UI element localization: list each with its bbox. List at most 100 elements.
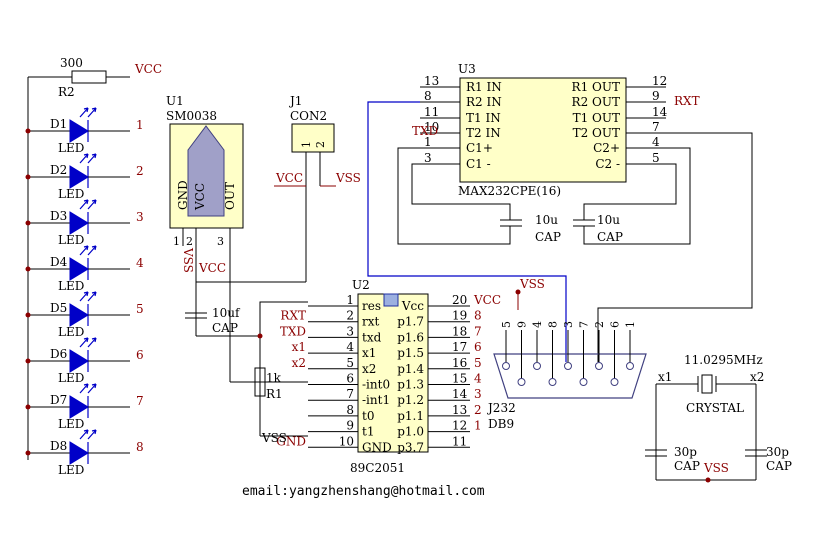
led-junction <box>25 358 31 364</box>
u2-right-pin-number: 13 <box>452 403 467 417</box>
db9-pin-number: 8 <box>547 321 560 328</box>
author-email: email:yangzhenshang@hotmail.com <box>242 484 485 499</box>
db9-pin-contact <box>517 378 526 386</box>
db9-pin-contact <box>595 362 603 370</box>
led-diode-icon <box>69 303 89 327</box>
db9-ref: J232 <box>486 401 516 415</box>
u1-part: SM0038 <box>166 109 217 123</box>
u2-right-pin-number: 11 <box>452 434 467 448</box>
led-label: LED <box>58 463 84 477</box>
u1-ref: U1 <box>166 94 184 108</box>
u2-right-pin-number: 16 <box>452 356 467 370</box>
led-emit-arrows-icon <box>79 153 97 164</box>
u2-left-pin-number: 1 <box>346 293 354 307</box>
led-emit-arrows-icon <box>79 245 97 256</box>
u2-right-pin-name: p1.3 <box>397 378 424 392</box>
led-diode-icon <box>69 395 89 419</box>
u3-part: MAX232CPE(16) <box>458 184 561 198</box>
u2-body <box>357 293 429 453</box>
db9-pin-number: 2 <box>593 321 606 328</box>
u2-right-pin-name: p1.4 <box>397 362 424 376</box>
led-junction <box>25 404 31 410</box>
led-junction <box>25 312 31 318</box>
r1-ref: R1 <box>266 387 283 401</box>
u2-right-net-label: 2 <box>474 403 482 417</box>
db9-pin-contact <box>533 362 541 370</box>
u3-c1-plus-wire <box>397 147 511 245</box>
u1-pin3-num: 3 <box>217 235 224 248</box>
led-ref: D2 <box>50 163 67 177</box>
cap-c1-type: CAP <box>535 230 561 244</box>
j1-body <box>291 123 335 153</box>
u2-left-pin-number: 3 <box>346 324 354 338</box>
db9-shell <box>493 353 647 399</box>
db9-pin-number: 3 <box>562 321 575 328</box>
crystal-x1: x1 <box>658 370 672 384</box>
u2-vss-label: VSS <box>261 431 287 445</box>
u3-left-pin-number: 3 <box>424 151 432 165</box>
u2-right-net-label: 7 <box>474 324 482 338</box>
cx2-type: CAP <box>766 459 792 473</box>
u2-right-net-label: 6 <box>474 340 482 354</box>
led-junction <box>25 220 31 226</box>
u2-right-net-label: 1 <box>474 419 482 433</box>
u2-right-pin-name: Vcc <box>401 299 424 313</box>
db9-pin-number: 6 <box>609 321 622 328</box>
led-net-label: 8 <box>136 440 144 454</box>
u2-right-pin-number: 19 <box>452 309 467 323</box>
u3-right-pin-name: R2 OUT <box>572 95 620 109</box>
cap-c2-type: CAP <box>597 230 623 244</box>
u3-left-pin-number: 8 <box>424 89 432 103</box>
db9-pin-contact <box>548 378 557 386</box>
u2-notch <box>383 293 399 307</box>
db9-vss-junction <box>515 289 521 295</box>
u2-part: 89C2051 <box>350 461 405 475</box>
cx2-value: 30p <box>766 445 789 459</box>
led-diode-icon <box>69 211 89 235</box>
u3-left-pin-name: C1+ <box>466 141 493 155</box>
led-emit-arrows-icon <box>79 383 97 394</box>
u2-left-pin-name: -int0 <box>362 378 390 392</box>
u2-left-pin-name: -int1 <box>362 393 390 407</box>
u3-left-pin-number: 11 <box>424 105 439 119</box>
u2-left-pin-number: 10 <box>339 434 354 448</box>
cap-c1-value: 10u <box>535 213 558 227</box>
db9-pin-number: 4 <box>531 321 544 328</box>
u2-right-pin-number: 14 <box>452 387 468 401</box>
crystal-circuit: 11.0295MHz x1 x2 CRYSTAL 30p CAP 30p CAP… <box>645 353 792 483</box>
r2-resistor <box>71 70 107 84</box>
db9-pin-contact <box>579 378 588 386</box>
u2-left-pin-number: 7 <box>346 387 354 401</box>
u3-right-pin-name: R1 OUT <box>572 80 620 94</box>
j1-ref: J1 <box>288 94 302 108</box>
crystal-gnd-junction <box>705 477 711 483</box>
j1-part: CON2 <box>290 109 327 123</box>
led-junction <box>25 266 31 272</box>
u2-left-net-label: x2 <box>292 356 306 370</box>
led-net-label: 2 <box>136 164 144 178</box>
led-ref: D4 <box>50 255 68 269</box>
u2-ref: U2 <box>352 278 370 292</box>
led-diode-icon <box>69 165 89 189</box>
u2-right-pin-name: p3.7 <box>397 440 424 454</box>
led-emit-arrows-icon <box>79 291 97 302</box>
db9-pin-number: 9 <box>516 321 529 328</box>
u2-left-net-label: GND <box>276 434 306 448</box>
led-label: LED <box>58 325 84 339</box>
j1-connector: J1 CON2 1 2 VCC VSS <box>274 94 361 282</box>
cx1-value: 30p <box>674 445 697 459</box>
u2-left-pin-name: t0 <box>362 409 374 423</box>
u2-left-net-label: x1 <box>292 340 306 354</box>
u2-right-net-label: 4 <box>474 372 482 386</box>
u2-left-pin-name: t1 <box>362 425 374 439</box>
led-emit-arrows-icon <box>79 429 97 440</box>
led-ref: D5 <box>50 301 67 315</box>
crystal-freq: 11.0295MHz <box>684 353 763 367</box>
u3-right-pin-number: 14 <box>652 105 668 119</box>
